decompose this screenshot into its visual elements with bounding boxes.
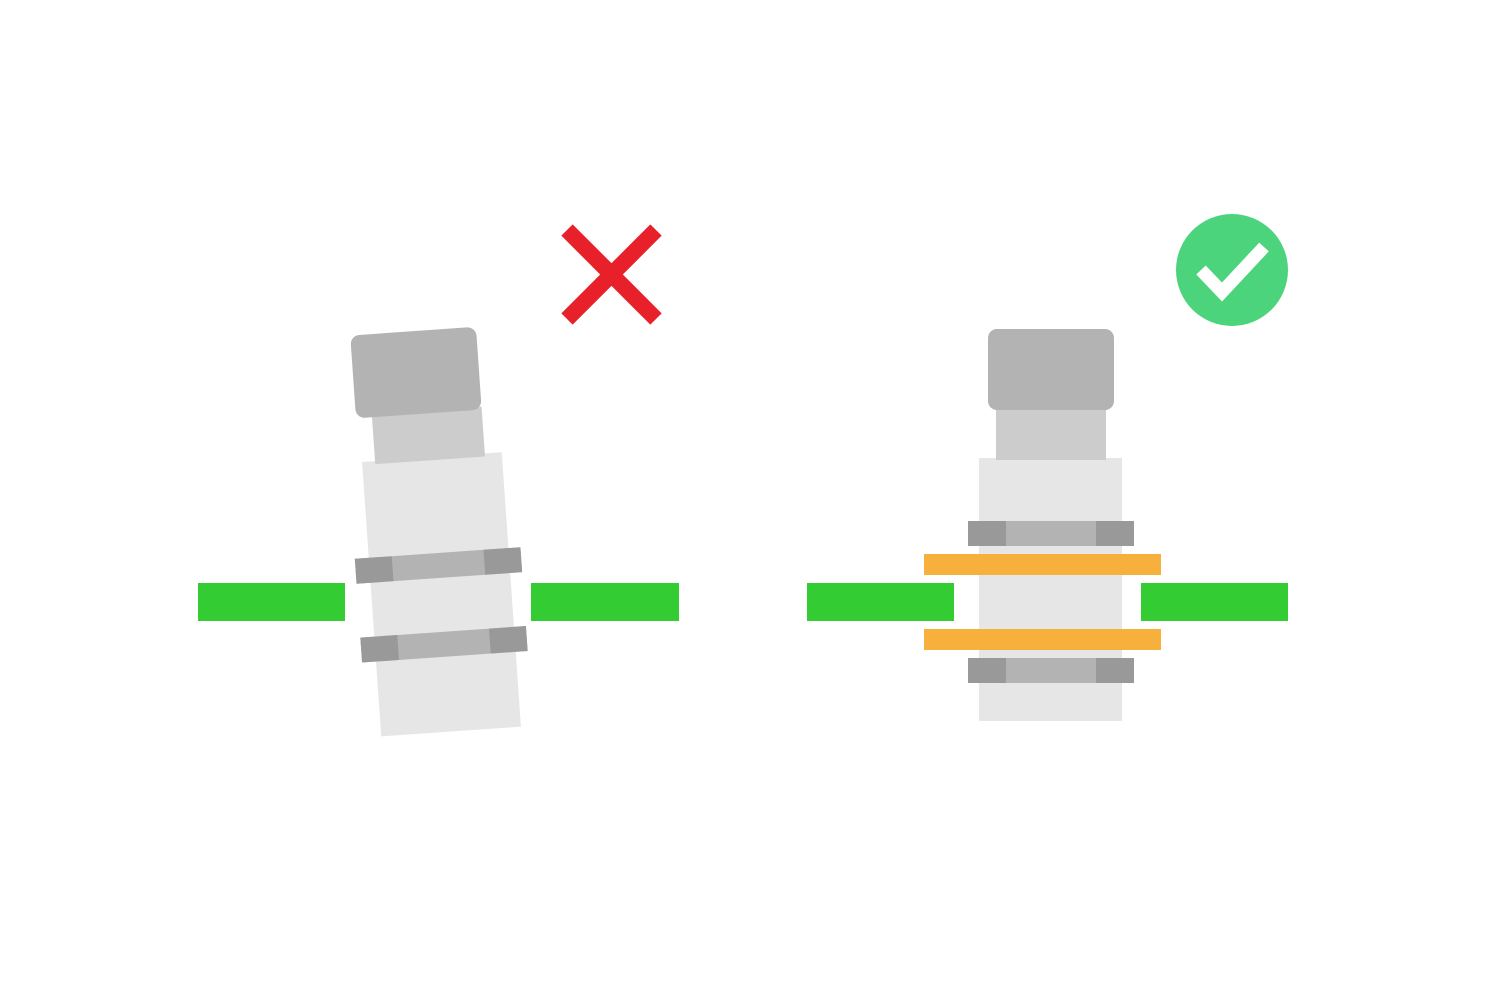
upper-lock-nut: [354, 547, 523, 584]
sensor-body: [362, 452, 521, 737]
green-checkmark-icon: [1176, 214, 1288, 326]
sensor-cap: [350, 327, 482, 418]
tilted-sensor: [350, 327, 528, 737]
sensor-neck: [371, 406, 485, 465]
lower-lock-nut: [968, 658, 1134, 683]
red-x-icon: [561, 224, 662, 325]
correct-panel: [807, 214, 1288, 721]
lower-lock-nut: [360, 626, 528, 663]
upper-lock-nut: [968, 521, 1134, 546]
sensor-cap: [988, 329, 1114, 410]
straight-sensor: [968, 329, 1134, 721]
upper-spacer: [924, 554, 1161, 575]
mounting-plate-right-segment: [531, 583, 679, 621]
check-circle: [1176, 214, 1288, 326]
sensor-neck: [996, 408, 1106, 460]
mounting-plate-left-segment: [807, 583, 954, 621]
mounting-plate-left-segment: [198, 583, 345, 621]
incorrect-panel: [198, 224, 679, 737]
mounting-plate-right-segment: [1141, 583, 1288, 621]
lower-spacer: [924, 629, 1161, 650]
check-mark: [1196, 242, 1269, 302]
